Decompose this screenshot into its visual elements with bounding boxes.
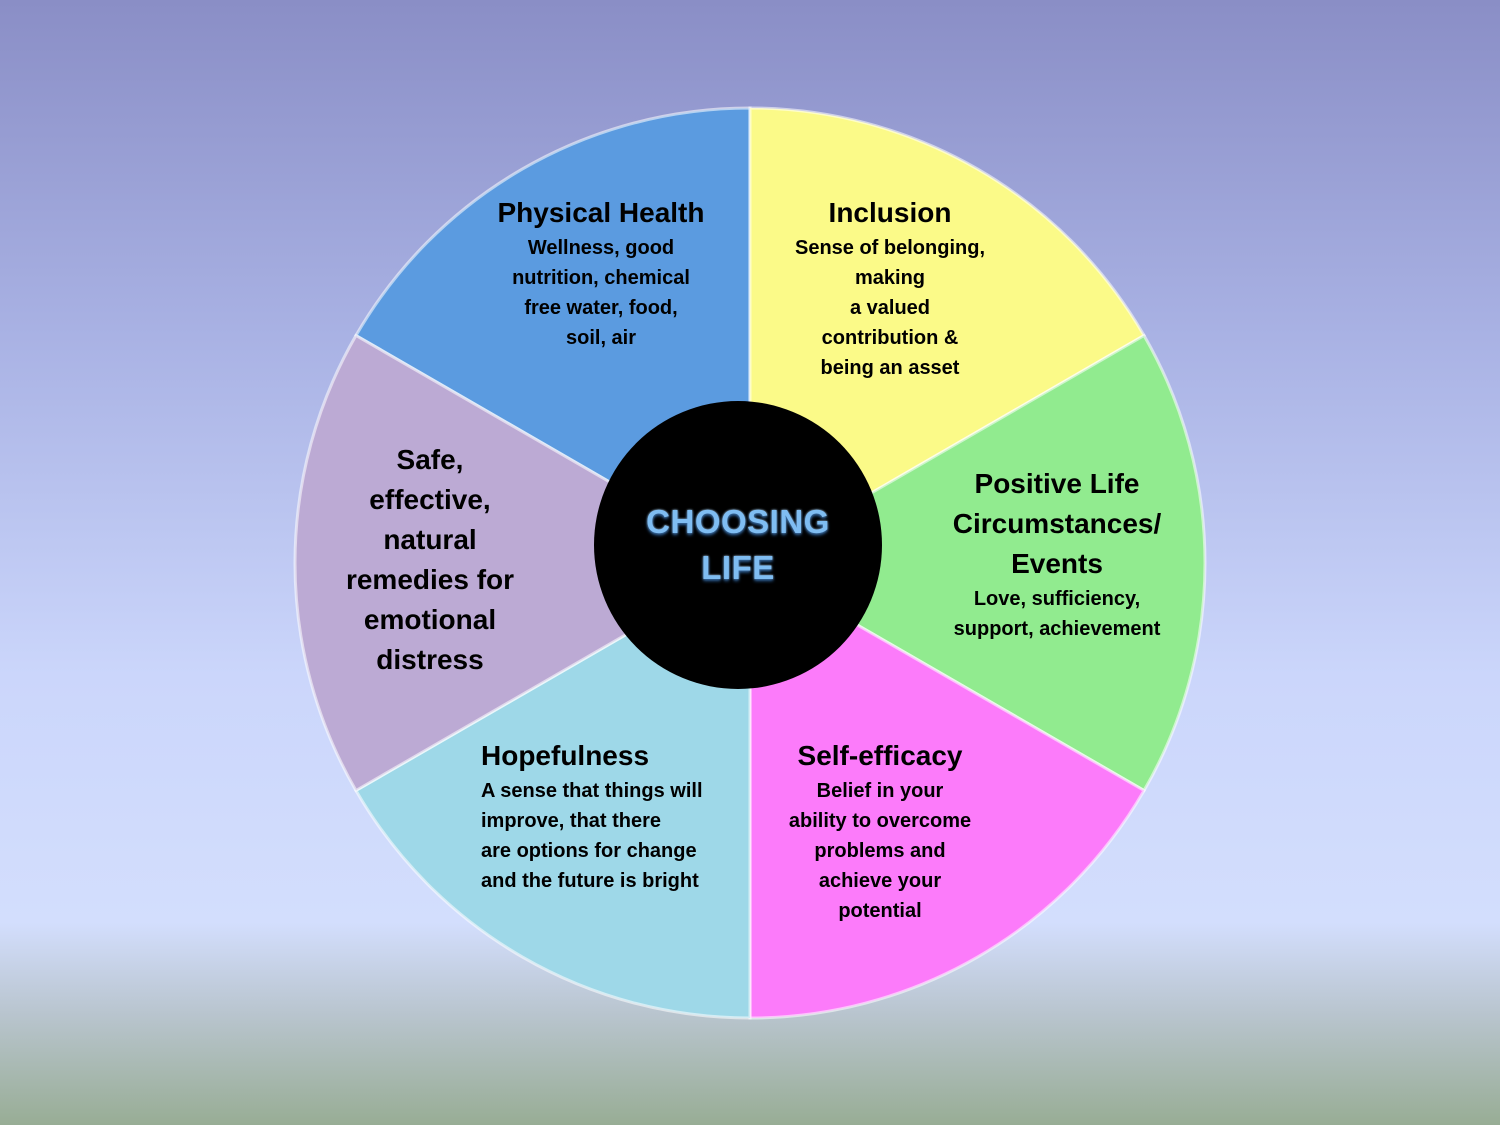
segment-title: Hopefulness	[481, 740, 650, 771]
segment-title: Safe,	[396, 444, 464, 475]
segment-description: support, achievement	[953, 618, 1161, 640]
label-safe-remedies: Safe, effective, natural remedies for emotio…	[230, 440, 630, 680]
wedge-self-efficacy	[748, 560, 1147, 1020]
wedge-positive-life	[747, 333, 1207, 793]
segment-title: Inclusion	[828, 197, 952, 228]
segment-description: Wellness, good	[527, 237, 675, 259]
segment-title: Events	[1011, 548, 1103, 579]
segment-description: soil, air	[565, 327, 637, 349]
label-hopefulness: Hopefulness A sense that things will impro…	[481, 736, 703, 896]
segment-description: being an asset	[820, 357, 960, 379]
center-title-line2: LIFE	[701, 549, 775, 586]
segment-description: are options for change	[481, 840, 697, 862]
wedge-hopefulness	[353, 560, 752, 1020]
center-circle	[594, 401, 882, 689]
segment-description: a valued	[849, 297, 931, 319]
segment-description: problems and	[814, 840, 946, 862]
segment-description: A sense that things will	[481, 780, 703, 802]
segment-description: ability to overcome	[788, 810, 972, 832]
wedge-safe-remedies	[293, 333, 754, 793]
segment-title: Positive Life	[974, 468, 1140, 499]
segment-description: achieve your	[818, 870, 942, 892]
center-label: CHOOSING LIFE	[594, 406, 882, 684]
segment-description: and the future is bright	[481, 870, 699, 892]
segment-title: effective,	[369, 484, 491, 515]
segment-title: emotional	[363, 604, 497, 635]
segment-description: free water, food,	[524, 297, 678, 319]
segment-description: Sense of belonging,	[794, 237, 985, 259]
segment-description: making	[854, 267, 926, 289]
segment-description: Love, sufficiency,	[973, 588, 1141, 610]
segment-description: potential	[838, 900, 922, 922]
segment-title: Self-efficacy	[797, 740, 963, 771]
segment-description: contribution &	[821, 327, 959, 349]
segment-title: remedies for	[345, 564, 515, 595]
wedge-inclusion	[748, 106, 1147, 566]
segment-title: Circumstances/	[952, 508, 1162, 539]
segment-title: Physical Health	[497, 197, 705, 228]
segment-description: nutrition, chemical	[512, 267, 690, 289]
segment-title: natural	[383, 524, 477, 555]
center-title-line1: CHOOSING	[646, 503, 830, 540]
segment-title: distress	[376, 644, 484, 675]
segment-description: Belief in your	[816, 780, 944, 802]
segment-description: improve, that there	[481, 810, 662, 832]
